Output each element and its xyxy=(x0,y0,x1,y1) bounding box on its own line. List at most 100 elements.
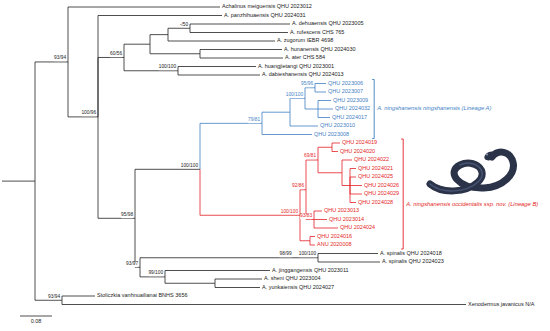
tree-branch xyxy=(200,169,300,215)
tree-branch xyxy=(35,62,68,181)
snake-figure xyxy=(430,150,513,191)
lineage-label: A. ningshanensis ningshanensis (Lineage … xyxy=(377,106,491,112)
tree-branch xyxy=(332,143,340,147)
taxon-label: A. yunkaiensis QHU 2024027 xyxy=(262,285,334,291)
taxon-label: A. jinggangensis QHU 2023011 xyxy=(272,268,349,274)
tree-branch xyxy=(310,237,315,241)
support-value: 100/100 xyxy=(298,252,316,257)
taxon-label: QHU 2023013 xyxy=(324,208,359,214)
tree-branch xyxy=(318,101,331,110)
taxon-label: A. spinalis QHU 2024018 xyxy=(380,251,442,257)
tree-branch xyxy=(168,35,275,41)
taxon-label: A. dabieshanensis QHU 2024013 xyxy=(262,72,344,78)
tree-branch xyxy=(350,185,362,186)
tree-branch xyxy=(124,44,150,57)
tree-branch xyxy=(168,28,190,34)
taxon-label: QHU 2024026 xyxy=(364,183,399,189)
tree-branch xyxy=(318,109,330,118)
tree-branch xyxy=(135,218,140,267)
taxon-label: QHU 2024025 xyxy=(358,174,393,180)
taxon-label: QHU 2023009 xyxy=(333,98,368,104)
taxon-label: A. panzhihuaensis QHU 2024031 xyxy=(224,13,306,19)
support-value: 93/97 xyxy=(126,262,139,267)
support-value: 100/96 xyxy=(81,112,96,117)
taxon-label: QHU 2024017 xyxy=(332,115,367,121)
tree-branch xyxy=(140,267,165,277)
tree-branch xyxy=(315,88,326,92)
support-value: 100/100 xyxy=(285,93,303,98)
lineage-bracket xyxy=(372,80,374,139)
tree-branch xyxy=(306,160,318,190)
tree-branch xyxy=(342,173,350,186)
support-value: 92/86 xyxy=(292,184,305,189)
tree-branch xyxy=(215,283,260,287)
support-value: 60/56 xyxy=(110,52,123,57)
tree-branch xyxy=(318,109,333,110)
taxon-label: QHU 2023008 xyxy=(314,132,349,138)
tree-branch xyxy=(318,160,342,173)
support-value: 93/94 xyxy=(54,57,67,62)
taxon-label: QHU 2024032 xyxy=(335,106,370,112)
taxon-label: A. spinalis QHU 2024023 xyxy=(382,259,444,265)
taxon-label: Xenodermus javanicus N/A xyxy=(468,302,534,308)
taxon-label: A. dehuaensis QHU 2023005 xyxy=(292,21,364,27)
taxon-label: A. zugorum IEBR 4698 xyxy=(277,38,333,44)
lineage-bracket xyxy=(401,139,403,249)
support-value: 79/81 xyxy=(248,118,261,123)
taxon-label: QHU 2024028 xyxy=(358,200,393,206)
tree-branch xyxy=(318,254,378,258)
tree-branch xyxy=(140,258,318,268)
tree-branch xyxy=(300,215,310,241)
support-value: -/50 xyxy=(179,23,188,28)
tree-branch xyxy=(314,219,327,220)
lineage-label: A. ningshanensis occidentalis ssp. nov. … xyxy=(406,202,538,208)
tree-branch xyxy=(2,181,35,182)
tree-branch xyxy=(124,57,178,70)
support-value: 95/98 xyxy=(121,213,134,218)
tree-branch xyxy=(35,181,62,300)
scale-bar xyxy=(20,316,52,317)
support-value: 95/96 xyxy=(301,82,314,87)
tree-branch xyxy=(305,88,315,99)
tree-branch xyxy=(178,67,256,71)
taxon-label: A. rufescens CHS 765 xyxy=(290,30,344,36)
taxon-label: QHU 2023007 xyxy=(328,89,363,95)
tree-branch xyxy=(200,54,283,58)
tree-branch xyxy=(318,147,332,160)
taxon-label: A. sheni QHU 2023004 xyxy=(264,276,321,282)
tree-branch xyxy=(62,300,466,304)
tree-branch xyxy=(310,241,315,245)
taxon-label: Stoliczkia vanhnuailianai BNHS 3656 xyxy=(97,293,188,299)
tree-branch xyxy=(350,186,356,203)
tree-branch xyxy=(200,123,262,169)
scale-label: 0.08 xyxy=(31,319,42,325)
tree-branch xyxy=(98,117,135,218)
tree-branch xyxy=(200,50,282,54)
support-value: 100/100 xyxy=(280,210,298,215)
support-value: 98/99 xyxy=(279,252,292,257)
taxon-label: QHU 2024020 xyxy=(340,149,375,155)
tree-branch xyxy=(342,160,352,173)
support-value: 100/100 xyxy=(158,65,176,70)
tree-branch xyxy=(314,211,322,220)
tree-branch xyxy=(178,71,260,75)
taxon-label: QHU 2024016 xyxy=(317,234,352,240)
tree-branch xyxy=(350,186,362,195)
taxon-label: A. ater CHS 584 xyxy=(285,55,325,61)
taxon-label: A. hunanensis QHU 2024030 xyxy=(284,47,356,53)
bracket-group xyxy=(372,80,403,250)
tree-branch xyxy=(315,84,326,88)
tree-branch xyxy=(262,123,312,134)
support-value: 93/94 xyxy=(48,295,61,300)
taxon-label: Achalinus meiguensis QHU 2023012 xyxy=(222,4,312,10)
taxon-label: QHU 2023014 xyxy=(329,217,364,223)
tree-branch xyxy=(290,98,305,112)
tree-branch xyxy=(150,35,168,45)
tree-branch xyxy=(215,279,262,283)
tree-branch xyxy=(350,177,356,186)
taxon-label: QHU 2023010 xyxy=(320,123,355,129)
tree-branch xyxy=(190,28,288,32)
tree-branch xyxy=(350,169,356,186)
support-value: 93/83 xyxy=(300,214,313,219)
